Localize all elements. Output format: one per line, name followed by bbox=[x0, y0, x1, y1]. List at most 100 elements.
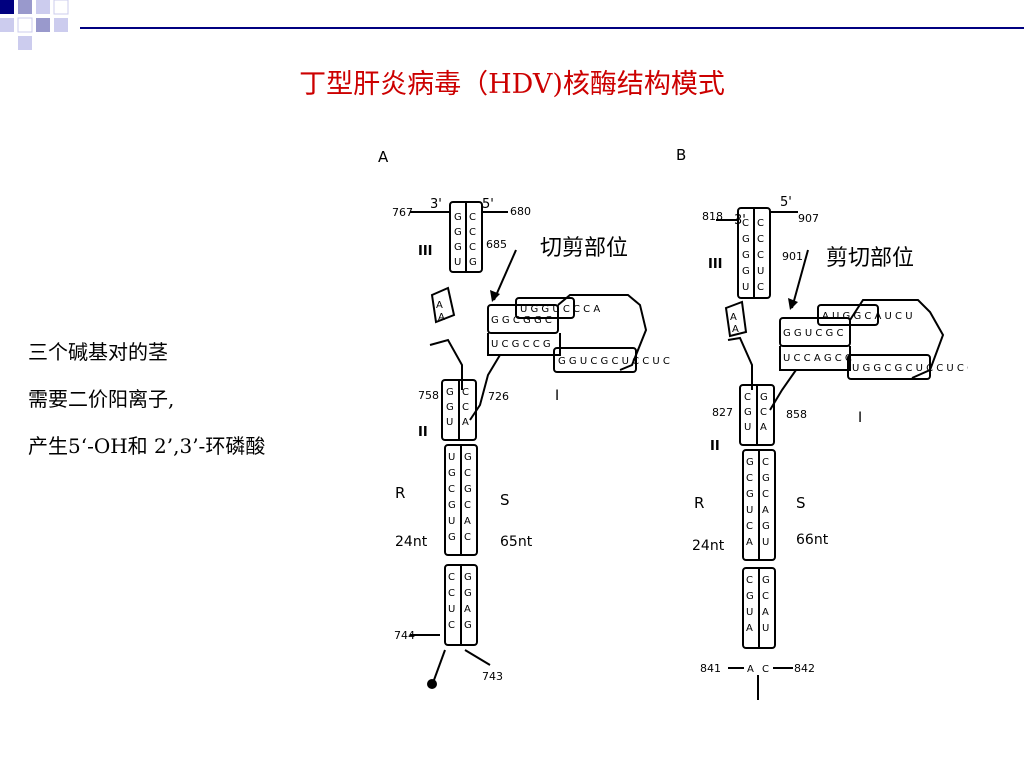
svg-text:A: A bbox=[746, 537, 753, 548]
position-number: 680 bbox=[510, 205, 531, 218]
svg-text:U G G C G C U C C U C C: U G G C G C U C C U C C bbox=[852, 363, 968, 374]
svg-text:A: A bbox=[747, 664, 754, 675]
svg-text:U: U bbox=[446, 417, 453, 428]
svg-text:G: G bbox=[762, 575, 770, 586]
strand-S-length: 65nt bbox=[500, 534, 533, 550]
svg-text:A: A bbox=[462, 417, 469, 428]
svg-text:C: C bbox=[762, 489, 769, 500]
cleavage-callout-b: 剪切部位 bbox=[826, 246, 915, 271]
position-number: 726 bbox=[488, 390, 509, 403]
title-rule bbox=[80, 27, 1024, 29]
svg-text:G G U C G C U C C U C: G G U C G C U C C U C bbox=[558, 356, 670, 367]
svg-text:G: G bbox=[454, 212, 462, 223]
svg-text:C: C bbox=[462, 402, 469, 413]
svg-text:A: A bbox=[762, 607, 769, 618]
svg-text:G: G bbox=[746, 457, 754, 468]
svg-text:U: U bbox=[448, 516, 455, 527]
svg-text:U: U bbox=[742, 282, 749, 293]
svg-text:G: G bbox=[762, 521, 770, 532]
svg-text:C: C bbox=[757, 218, 764, 229]
svg-text:G: G bbox=[746, 489, 754, 500]
strand-S-length: 66nt bbox=[796, 532, 829, 548]
svg-text:C: C bbox=[448, 484, 455, 495]
position-number: 858 bbox=[786, 408, 807, 421]
svg-text:A: A bbox=[464, 604, 471, 615]
svg-text:G G C G G C: G G C G G C bbox=[491, 315, 552, 326]
svg-text:U: U bbox=[762, 537, 769, 548]
svg-text:G: G bbox=[762, 473, 770, 484]
cleavage-position-number: 901 bbox=[782, 250, 803, 263]
position-number: 818 bbox=[702, 210, 723, 223]
svg-text:A: A bbox=[762, 505, 769, 516]
position-number: 841 bbox=[700, 662, 721, 675]
svg-text:C: C bbox=[448, 620, 455, 631]
note-line: 需要二价阳离子, bbox=[28, 387, 175, 411]
svg-text:A: A bbox=[464, 516, 471, 527]
svg-text:G: G bbox=[744, 407, 752, 418]
strand-R-length: 24nt bbox=[692, 538, 725, 554]
position-number: 744 bbox=[394, 629, 415, 642]
svg-text:U: U bbox=[757, 266, 764, 277]
svg-text:G: G bbox=[446, 387, 454, 398]
prime-5-label: 5' bbox=[482, 197, 494, 212]
panel-label: A bbox=[378, 148, 389, 166]
strand-S-label: S bbox=[796, 494, 806, 512]
stem-III-label: III bbox=[418, 244, 433, 259]
note-line: 三个碱基对的茎 bbox=[28, 340, 168, 364]
svg-text:G: G bbox=[746, 591, 754, 602]
svg-text:C: C bbox=[464, 500, 471, 511]
panel-label: B bbox=[676, 146, 686, 164]
svg-text:C: C bbox=[762, 664, 769, 675]
position-number: 842 bbox=[794, 662, 815, 675]
svg-text:G: G bbox=[469, 257, 477, 268]
svg-text:G: G bbox=[464, 620, 472, 631]
svg-text:G: G bbox=[742, 250, 750, 261]
svg-text:U: U bbox=[448, 452, 455, 463]
prime-3-label: 3' bbox=[430, 197, 442, 212]
strand-R-length: 24nt bbox=[395, 534, 428, 550]
position-number: 907 bbox=[798, 212, 819, 225]
stem-I-label: I bbox=[555, 388, 559, 404]
svg-text:A: A bbox=[438, 312, 445, 323]
svg-text:C: C bbox=[469, 212, 476, 223]
svg-text:C: C bbox=[744, 392, 751, 403]
svg-text:C: C bbox=[464, 468, 471, 479]
svg-text:C: C bbox=[464, 532, 471, 543]
strand-R-label: R bbox=[694, 494, 704, 512]
strand-R-label: R bbox=[395, 484, 405, 502]
notes-list: 三个碱基对的茎 需要二价阳离子, 产生5‘-OH和 2’,3’-环磷酸 bbox=[28, 334, 265, 475]
svg-text:A: A bbox=[746, 623, 753, 634]
svg-text:C: C bbox=[746, 521, 753, 532]
svg-text:C: C bbox=[448, 588, 455, 599]
svg-text:U C C A G C C: U C C A G C C bbox=[783, 353, 852, 364]
svg-text:C: C bbox=[462, 387, 469, 398]
svg-text:C: C bbox=[757, 282, 764, 293]
svg-text:G: G bbox=[448, 468, 456, 479]
svg-text:A U G G C A U C U: A U G G C A U C U bbox=[822, 311, 913, 322]
stem-II-label: II bbox=[418, 425, 428, 440]
cleavage-callout-a: 切剪部位 bbox=[540, 236, 629, 261]
svg-text:U: U bbox=[448, 604, 455, 615]
svg-text:A: A bbox=[730, 312, 737, 323]
position-number: 767 bbox=[392, 206, 413, 219]
svg-text:C: C bbox=[448, 572, 455, 583]
prime-5-label: 5' bbox=[780, 195, 792, 210]
stem-III-label: III bbox=[708, 257, 723, 272]
svg-text:C: C bbox=[746, 575, 753, 586]
svg-text:G: G bbox=[454, 242, 462, 253]
svg-text:U: U bbox=[746, 607, 753, 618]
svg-text:G: G bbox=[742, 234, 750, 245]
svg-text:C: C bbox=[762, 591, 769, 602]
svg-text:G: G bbox=[454, 227, 462, 238]
cleavage-position-number: 685 bbox=[486, 238, 507, 251]
note-line: 产生5‘-OH和 2’,3’-环磷酸 bbox=[28, 434, 266, 458]
svg-text:C: C bbox=[757, 234, 764, 245]
svg-text:A: A bbox=[436, 300, 443, 311]
svg-text:U C G C C G: U C G C C G bbox=[491, 339, 551, 350]
prime-3-label: 3' bbox=[734, 213, 746, 228]
position-number: 758 bbox=[418, 389, 439, 402]
svg-text:A: A bbox=[732, 324, 739, 335]
svg-text:G: G bbox=[448, 500, 456, 511]
